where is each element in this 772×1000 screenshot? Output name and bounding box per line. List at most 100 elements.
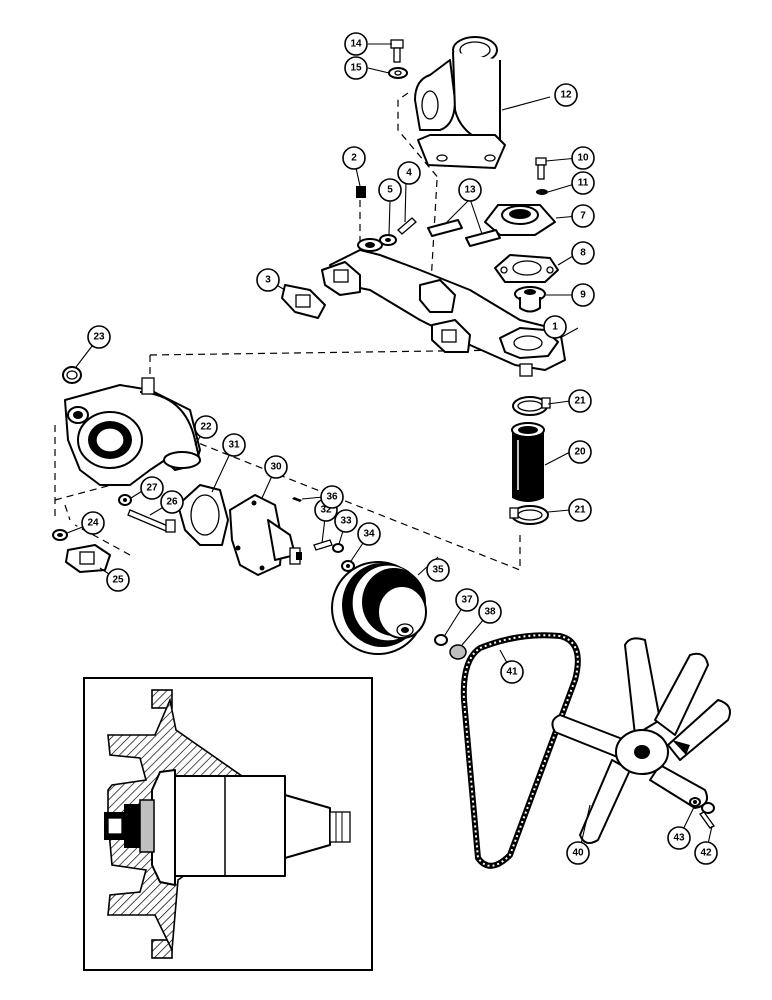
callout-circle	[566, 841, 590, 865]
stud-26	[127, 509, 176, 533]
callout-label: 37	[461, 595, 473, 606]
callout-label: 27	[146, 483, 158, 494]
callout-circle	[571, 171, 595, 195]
pipe-plug	[356, 186, 366, 198]
pump-gasket	[65, 544, 111, 573]
callout-label: 3	[265, 275, 271, 286]
fan-belt	[460, 632, 581, 869]
callout-label: 41	[506, 667, 518, 678]
callout-5: 5	[378, 178, 402, 202]
callout-label: 12	[560, 90, 572, 101]
callout-label: 21	[574, 505, 586, 516]
bolt-4	[397, 217, 417, 235]
hose-clamp-lower	[509, 505, 549, 525]
bypass-hose	[511, 422, 545, 502]
manifold-gasket	[281, 284, 326, 319]
callout-label: 34	[363, 529, 375, 540]
pump-cover-gasket	[177, 484, 229, 546]
key-36	[292, 497, 302, 502]
callout-circle	[426, 558, 450, 582]
callout-label: 20	[574, 447, 586, 458]
callout-circle	[571, 241, 595, 265]
callout-1: 1	[543, 315, 567, 339]
callout-37: 37	[455, 588, 479, 612]
callout-circle	[256, 268, 280, 292]
callout-circle	[378, 178, 402, 202]
callout-label: 5	[387, 185, 393, 196]
water-manifold	[321, 238, 566, 377]
callout-group: 1234578910111213141520212122232425262730…	[81, 32, 718, 865]
nut-38	[449, 644, 467, 660]
callout-circle	[334, 509, 358, 533]
callout-42: 42	[694, 841, 718, 865]
callout-circle	[160, 490, 184, 514]
callout-21: 21	[568, 389, 592, 413]
callout-circle	[106, 568, 130, 592]
callout-label: 8	[580, 248, 586, 259]
callout-circle	[194, 415, 218, 439]
callout-label: 21	[574, 396, 586, 407]
callout-label: 38	[484, 607, 496, 618]
callout-9: 9	[571, 283, 595, 307]
washer-15	[388, 67, 408, 79]
callout-label: 30	[270, 462, 282, 473]
thermostat-gasket	[494, 254, 559, 283]
callout-label: 40	[572, 848, 584, 859]
callout-label: 4	[406, 168, 412, 179]
washer-5	[379, 234, 397, 246]
callout-circle	[571, 146, 595, 170]
callout-label: 2	[351, 153, 357, 164]
bolt-14	[390, 39, 404, 63]
callout-7: 7	[571, 204, 595, 228]
callout-label: 25	[112, 575, 124, 586]
callout-label: 7	[580, 211, 586, 222]
callout-label: 13	[464, 185, 476, 196]
callout-circle	[344, 32, 368, 56]
callout-38: 38	[478, 600, 502, 624]
lockwasher-43	[689, 797, 701, 807]
callout-15: 15	[344, 56, 368, 80]
callout-label: 36	[326, 492, 338, 503]
fan-pulley	[331, 561, 427, 655]
callout-circle	[397, 161, 421, 185]
hose-clamp-upper	[512, 396, 551, 416]
callout-circle	[554, 83, 578, 107]
nut-27	[118, 494, 132, 506]
callout-34: 34	[357, 522, 381, 546]
washer-33	[332, 543, 344, 553]
callout-20: 20	[568, 440, 592, 464]
callout-label: 31	[228, 440, 240, 451]
callout-circle	[543, 315, 567, 339]
bolt-10	[535, 157, 547, 180]
callout-23: 23	[87, 325, 111, 349]
water-pump-body	[64, 377, 201, 486]
callout-43: 43	[667, 826, 691, 850]
callout-label: 10	[577, 153, 589, 164]
callout-label: 22	[200, 422, 212, 433]
callout-circle	[571, 204, 595, 228]
callout-21: 21	[568, 498, 592, 522]
callout-41: 41	[500, 660, 524, 684]
cross-section-inset	[83, 677, 373, 971]
callout-circle	[140, 476, 164, 500]
callout-27: 27	[140, 476, 164, 500]
callout-26: 26	[160, 490, 184, 514]
washer-37	[434, 634, 448, 646]
callout-circle	[571, 283, 595, 307]
lockwasher-11	[536, 189, 548, 195]
callout-30: 30	[264, 455, 288, 479]
callout-label: 9	[580, 290, 586, 301]
nut-24	[52, 529, 68, 541]
callout-2: 2	[342, 146, 366, 170]
stud-32	[313, 539, 333, 551]
nut-34	[341, 560, 355, 572]
callout-circle	[222, 433, 246, 457]
callout-circle	[87, 325, 111, 349]
callout-24: 24	[81, 511, 105, 535]
callout-12: 12	[554, 83, 578, 107]
callout-36: 36	[320, 485, 344, 509]
callout-circle	[694, 841, 718, 865]
callout-circle	[81, 511, 105, 535]
thermostat-housing	[484, 204, 556, 236]
